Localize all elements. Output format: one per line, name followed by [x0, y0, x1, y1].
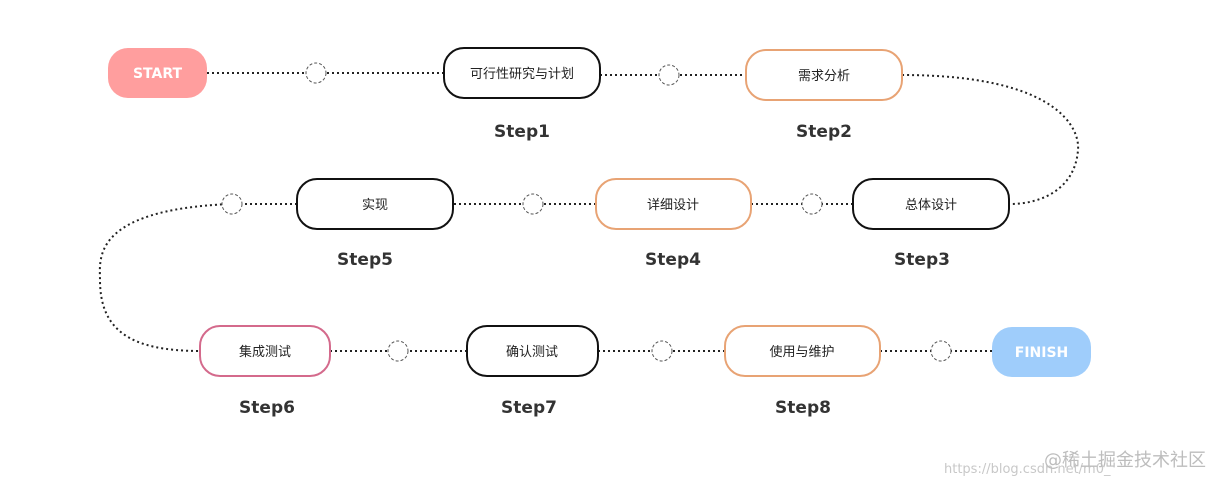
finish-node: FINISH: [992, 327, 1091, 377]
finish-label: FINISH: [1015, 345, 1069, 361]
start-label: START: [133, 66, 183, 82]
connector-dot: [522, 193, 544, 215]
step-node-1: 可行性研究与计划 Step1: [443, 47, 601, 142]
step-label: Step8: [775, 398, 831, 418]
step-label: Step2: [796, 122, 852, 142]
step-label: Step5: [337, 250, 393, 270]
connector-dot: [221, 193, 243, 215]
step-box: [724, 325, 881, 377]
connector-step5-step6: [98, 203, 297, 352]
step-label: Step7: [501, 398, 557, 418]
step-label: Step4: [645, 250, 701, 270]
step-node-8: 使用与维护 Step8: [724, 325, 881, 418]
step-box: [595, 178, 752, 230]
step-box: [466, 325, 599, 377]
start-shape: [108, 48, 207, 98]
step-box: [296, 178, 454, 230]
watermark-url: https://blog.csdn.net/m0_: [944, 462, 1111, 477]
step-box: [852, 178, 1010, 230]
finish-shape: [992, 327, 1091, 377]
watermark-brand: @稀土掘金技术社区: [1044, 450, 1206, 471]
step-node-text: 使用与维护: [769, 344, 834, 360]
connector-dot: [930, 340, 952, 362]
step-node-text: 总体设计: [905, 198, 957, 213]
step-node-text: 需求分析: [798, 69, 850, 84]
step-node-2: 需求分析 Step2: [745, 49, 903, 142]
connector-dot: [801, 193, 823, 215]
step-box: [199, 325, 331, 377]
connector-dot: [658, 64, 680, 86]
connector-dot: [305, 62, 327, 84]
step-node-4: 详细设计 Step4: [595, 178, 752, 270]
step-node-text: 实现: [362, 198, 388, 213]
connector-dot: [651, 340, 673, 362]
step-label: Step1: [494, 122, 550, 142]
step-node-text: 可行性研究与计划: [470, 67, 574, 82]
step-node-text: 详细设计: [647, 198, 699, 213]
step-node-7: 确认测试 Step7: [466, 325, 599, 418]
step-node-text: 集成测试: [239, 344, 291, 360]
step-box: [745, 49, 903, 101]
connector-dots: [221, 62, 952, 362]
step-label: Step6: [239, 398, 295, 418]
connector-dot: [387, 340, 409, 362]
step-node-5: 实现 Step5: [296, 178, 454, 270]
watermark: https://blog.csdn.net/m0_ @稀土掘金技术社区: [944, 450, 1206, 477]
step-node-3: 总体设计 Step3: [852, 178, 1010, 270]
start-node: START: [108, 48, 207, 98]
step-node-6: 集成测试 Step6: [199, 325, 331, 418]
step-label: Step3: [894, 250, 950, 270]
connector-step2-step3: [901, 74, 1080, 205]
step-node-text: 确认测试: [506, 345, 558, 360]
step-box: [443, 47, 601, 99]
